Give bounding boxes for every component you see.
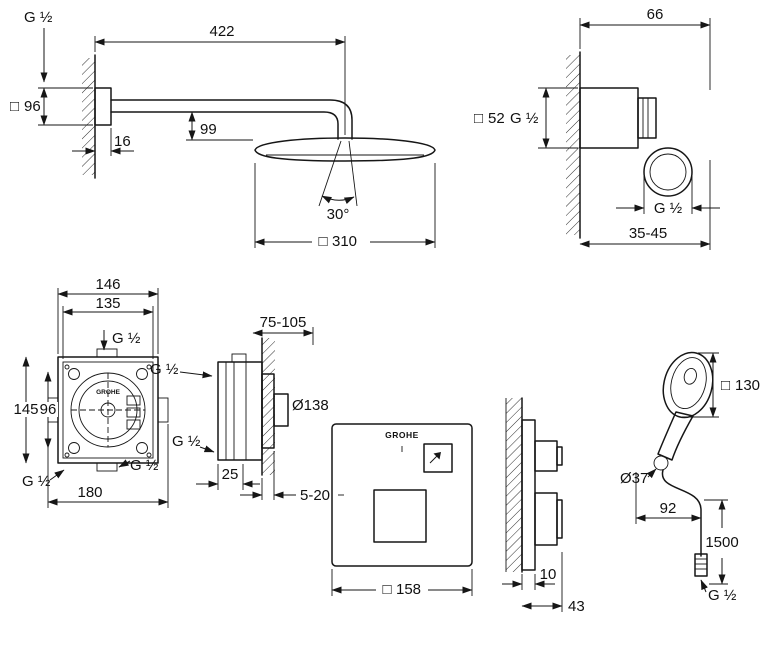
square-symbol-310: □	[318, 233, 327, 250]
spray-angle-arc	[321, 195, 355, 205]
hand-shower-head	[662, 351, 714, 419]
dim-height-flange: 145	[13, 401, 38, 418]
shower-arm-outer	[110, 99, 353, 140]
diverter-button	[423, 443, 453, 473]
trim-plate-edge	[521, 419, 536, 571]
dim-width-flange: 146	[95, 276, 120, 293]
brand-logo: GROHE	[385, 430, 419, 440]
union-outlet-thread	[649, 153, 687, 191]
dim-plate-diameter: Ø138	[292, 397, 329, 414]
dim-width-total: 180	[77, 484, 102, 501]
wall-hatch	[506, 398, 522, 572]
dim-width-body: 135	[95, 295, 120, 312]
union-outlet	[643, 147, 693, 197]
dim-union-thread-outlet: G ½	[654, 200, 683, 217]
view-wall-union: 66 □ 52 G ½ G ½ 35-45	[474, 6, 720, 250]
wall-hatch	[262, 338, 275, 475]
view-trim-front: GROHE □ 158	[331, 423, 473, 598]
dim-holder-diameter: Ø37	[620, 470, 648, 487]
valve-right-tab	[157, 397, 169, 423]
hose-nut	[694, 553, 708, 577]
diverter-knob-edge	[534, 440, 558, 472]
brand-logo: GROHE	[96, 389, 121, 396]
square-symbol-130: □	[721, 377, 730, 394]
dim-embed-range: 75-105	[260, 314, 307, 331]
dim-hose-thread: G ½	[708, 587, 737, 604]
dim-thread-bottom: G ½	[172, 433, 201, 450]
shower-head	[254, 137, 436, 162]
dim-thread-top: G ½	[112, 330, 141, 347]
dim-plate-thickness: 10	[540, 566, 557, 583]
corner-screws	[64, 364, 152, 458]
dim-thread-top: G ½	[150, 361, 179, 378]
dim-arm-thread: G ½	[24, 9, 53, 26]
wall-hatch	[82, 58, 95, 175]
dim-thread-right: G ½	[130, 457, 159, 474]
union-thread	[637, 97, 657, 139]
hand-shower-handle	[657, 411, 694, 461]
dim-trim-size: 158	[396, 581, 421, 598]
valve-top-port	[96, 348, 118, 358]
wall-hatch	[566, 55, 580, 235]
temp-handle-square	[373, 489, 427, 543]
valve-box-inner	[62, 361, 154, 459]
square-symbol-96: □	[10, 98, 19, 115]
spray-angle-right	[348, 140, 358, 207]
view-hand-shower: □ 130 Ø37 92 1500 G ½	[620, 351, 760, 604]
dim-union-thread-front: G ½	[510, 110, 539, 127]
square-symbol-52: □	[474, 110, 483, 127]
view-head-shower: G ½ □ 96 422 99 16 30° □ 310	[10, 9, 436, 250]
dim-drop-height: 99	[200, 121, 217, 138]
trim-plate	[331, 423, 473, 567]
dim-body-depth: 25	[222, 466, 239, 483]
arm-flange	[94, 87, 112, 126]
union-body	[579, 87, 639, 149]
dim-spray-angle: 30°	[327, 206, 350, 223]
valve-body-side	[217, 361, 263, 461]
view-rough-valve-side: 75-105 G ½ Ø138 G ½ 25 5-20	[150, 314, 330, 504]
dim-head-size: 310	[332, 233, 357, 250]
dim-union-depth: 66	[647, 6, 664, 23]
trim-knob-edge	[273, 393, 289, 427]
dim-flange-depth: 16	[114, 133, 131, 150]
dim-union-adjust: 35-45	[629, 225, 667, 242]
dim-hose-length: 1500	[705, 534, 738, 551]
dim-height-body: 96	[40, 401, 57, 418]
spray-angle-left	[318, 140, 342, 207]
diverter-arrow-head	[433, 452, 441, 460]
dim-holder-offset: 92	[660, 500, 677, 517]
valve-bottom-port	[96, 462, 118, 472]
dim-hand-shower-size: 130	[735, 377, 760, 394]
shower-holder	[653, 455, 669, 471]
dim-flange-size: 96	[24, 98, 41, 115]
temp-knob-edge	[534, 492, 558, 546]
dim-arm-length: 422	[209, 23, 234, 40]
square-symbol-158: □	[382, 581, 391, 598]
dim-total-depth: 43	[568, 598, 585, 615]
dim-finish-range: 5-20	[300, 487, 330, 504]
valve-side-top-port	[231, 353, 247, 363]
shower-arm-inner	[110, 111, 339, 140]
view-rough-valve-front: GROHE 146 135 G ½ 145 96 G ½ G ½ 180	[12, 276, 169, 508]
dim-thread-bottom: G ½	[22, 473, 51, 490]
shower-hose	[661, 469, 702, 557]
view-trim-side: 10 43	[502, 397, 585, 615]
dim-union-size: 52	[488, 110, 505, 127]
